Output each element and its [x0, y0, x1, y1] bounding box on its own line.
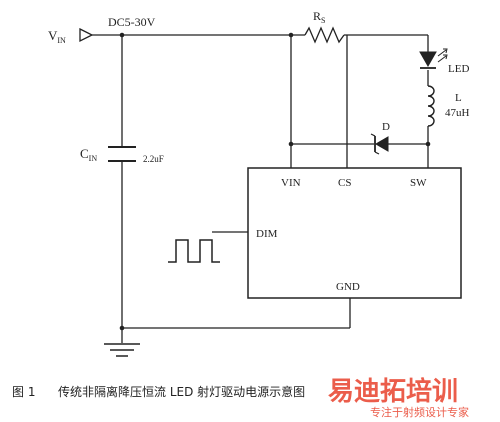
supply-voltage-label: DC5-30V	[108, 15, 156, 29]
figure-caption: 传统非隔离降压恒流 LED 射灯驱动电源示意图	[58, 384, 305, 399]
ic-body	[247, 167, 462, 299]
junction-dot	[119, 32, 125, 38]
pin-vin-label: VIN	[281, 177, 301, 189]
junction-dot	[288, 32, 294, 38]
inductor-l	[427, 85, 435, 127]
junction-dots	[119, 32, 431, 331]
led-symbol	[419, 48, 448, 69]
pin-dim-label: DIM	[256, 228, 278, 240]
junction-dot	[119, 325, 125, 331]
inductor-label: L	[455, 92, 462, 104]
led-label: LED	[448, 63, 469, 75]
inductor-value-label: 47uH	[445, 107, 470, 119]
pin-gnd-label: GND	[336, 281, 360, 293]
pin-sw-label: SW	[410, 177, 427, 189]
diode-d	[370, 133, 389, 155]
rs-label: RS	[313, 9, 325, 25]
ground-symbol	[104, 343, 140, 357]
capacitor-cin	[108, 146, 136, 162]
figure-number: 图 1	[12, 385, 35, 399]
pin-cs-label: CS	[338, 177, 351, 189]
vin-label: VIN	[48, 28, 66, 45]
vin-input-arrow	[79, 27, 94, 43]
led-emission-icon	[437, 48, 448, 63]
cap-label: CIN	[80, 146, 97, 163]
cap-value-label: 2.2uF	[143, 154, 164, 164]
diode-label: D	[382, 121, 390, 133]
pwm-waveform-icon	[168, 239, 220, 263]
resistor-rs	[304, 26, 345, 44]
watermark-logo: 易迪拓培训 专注于射频设计专家	[328, 377, 469, 419]
wires	[92, 34, 429, 343]
junction-dot	[425, 141, 431, 147]
watermark-brand: 易迪拓培训	[328, 377, 458, 407]
watermark-subtitle: 专注于射频设计专家	[370, 405, 469, 419]
junction-dot	[288, 141, 294, 147]
